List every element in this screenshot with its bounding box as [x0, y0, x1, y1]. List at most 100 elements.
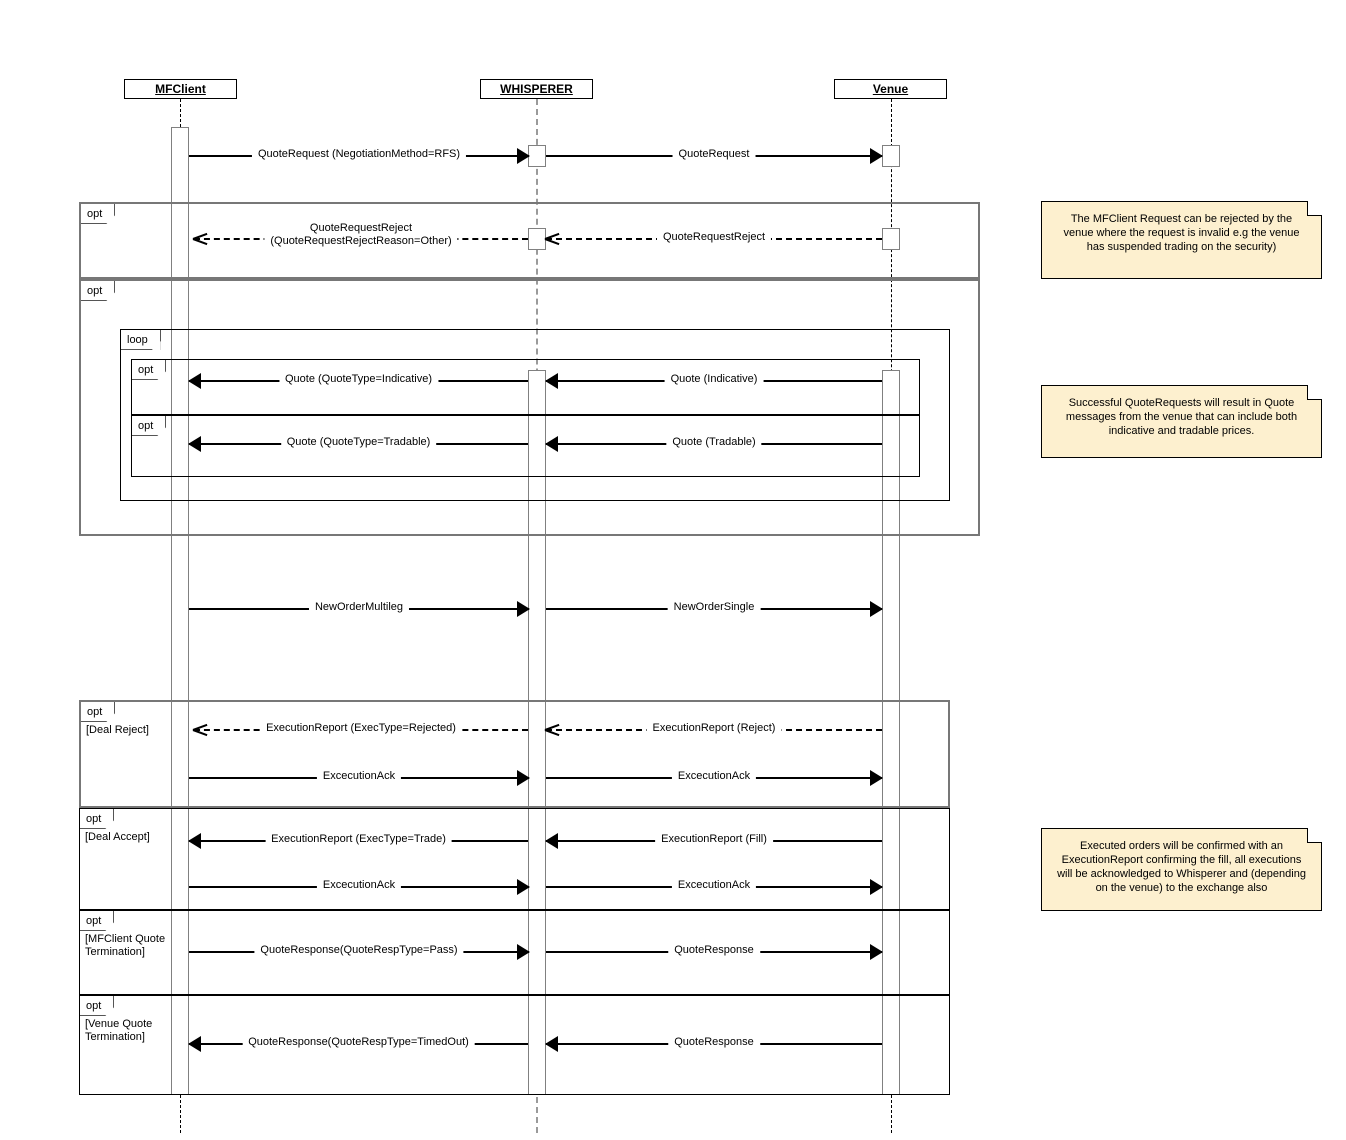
- message-label: ExcecutionAck: [316, 769, 402, 784]
- message-neworder-multileg[interactable]: NewOrderMultileg: [189, 600, 530, 617]
- message-label: QuoteResponse: [668, 1035, 760, 1050]
- fragment-opt-deal-accept-guard: [Deal Accept]: [85, 831, 150, 843]
- fragment-opt-1-label: opt: [81, 204, 116, 224]
- message-executionreport-fill[interactable]: ExecutionReport (Fill): [545, 832, 882, 849]
- message-label: ExcecutionAck: [671, 769, 757, 784]
- fragment-opt-mfclient-quote-termination: opt [MFClient Quote Termination]: [79, 910, 950, 995]
- message-quoteresponse-2[interactable]: QuoteResponse: [545, 1035, 882, 1052]
- note-successful-quoterequests: Successful QuoteRequests will result in …: [1041, 385, 1322, 458]
- message-label: ExecutionReport (ExecType=Rejected): [260, 721, 462, 736]
- fragment-loop: loop: [120, 329, 950, 501]
- arrowhead-right-icon: [517, 148, 530, 164]
- fragment-opt-tradable: opt: [131, 415, 920, 477]
- message-executionack-1[interactable]: ExcecutionAck: [189, 769, 530, 786]
- message-quoteresponse-timedout[interactable]: QuoteResponse(QuoteRespType=TimedOut): [188, 1035, 528, 1052]
- fragment-opt-2: opt: [79, 279, 980, 536]
- message-label: Quote (QuoteType=Indicative): [278, 372, 439, 387]
- arrowhead-right-icon: [517, 944, 530, 960]
- message-label: Quote (Indicative): [664, 372, 764, 387]
- fragment-opt-deal-accept: opt [Deal Accept]: [79, 808, 950, 910]
- message-quoterequest[interactable]: QuoteRequest: [546, 147, 883, 164]
- message-executionreport-rejected[interactable]: ExecutionReport (ExecType=Rejected): [193, 721, 528, 738]
- message-quoteresponse-pass[interactable]: QuoteResponse(QuoteRespType=Pass): [189, 943, 530, 960]
- participant-whisperer[interactable]: WHISPERER: [480, 79, 593, 99]
- message-quote-tradable-venue[interactable]: Quote (Tradable): [545, 435, 882, 452]
- arrowhead-left-icon: [545, 1036, 558, 1052]
- arrowhead-left-open-icon: [193, 231, 207, 247]
- message-executionack-2[interactable]: ExcecutionAck: [546, 769, 883, 786]
- participant-venue[interactable]: Venue: [834, 79, 947, 99]
- participant-mfclient[interactable]: MFClient: [124, 79, 237, 99]
- note-fold-icon: [1307, 828, 1322, 843]
- arrowhead-left-icon: [545, 373, 558, 389]
- fragment-opt-deal-reject-guard: [Deal Reject]: [86, 724, 149, 736]
- fragment-opt-mfclient-quote-termination-label: opt: [80, 911, 115, 931]
- message-label: Quote (QuoteType=Tradable): [280, 435, 437, 450]
- arrowhead-left-icon: [188, 373, 201, 389]
- fragment-opt-venue-quote-termination-label: opt: [80, 996, 115, 1016]
- arrowhead-right-icon: [517, 879, 530, 895]
- activation-whisperer-1: [528, 145, 546, 167]
- arrowhead-right-icon: [870, 944, 883, 960]
- message-quoterequestreject-reason[interactable]: QuoteRequestReject (QuoteRequestRejectRe…: [193, 222, 528, 248]
- message-label: QuoteResponse: [668, 943, 760, 958]
- note-fold-icon: [1307, 201, 1322, 216]
- fragment-opt-deal-reject-label: opt: [81, 702, 116, 722]
- arrowhead-left-icon: [188, 436, 201, 452]
- message-label: ExcecutionAck: [316, 878, 402, 893]
- fragment-opt-2-label: opt: [81, 281, 116, 301]
- arrowhead-right-icon: [870, 879, 883, 895]
- arrowhead-left-icon: [545, 833, 558, 849]
- arrowhead-left-icon: [188, 1036, 201, 1052]
- note-text: The MFClient Request can be rejected by …: [1063, 213, 1300, 253]
- message-quote-indicative-venue[interactable]: Quote (Indicative): [545, 372, 882, 389]
- activation-venue-2: [882, 228, 900, 250]
- note-mfclient-request-rejected: The MFClient Request can be rejected by …: [1041, 201, 1322, 279]
- note-text: Successful QuoteRequests will result in …: [1065, 397, 1298, 437]
- message-executionack-4[interactable]: ExcecutionAck: [546, 878, 883, 895]
- message-label: ExcecutionAck: [671, 878, 757, 893]
- note-fold-icon: [1307, 385, 1322, 400]
- message-executionreport-trade[interactable]: ExecutionReport (ExecType=Trade): [188, 832, 528, 849]
- fragment-opt-indicative-label: opt: [132, 360, 167, 380]
- fragment-loop-label: loop: [121, 330, 161, 350]
- message-neworder-single[interactable]: NewOrderSingle: [546, 600, 883, 617]
- fragment-opt-deal-accept-label: opt: [80, 809, 115, 829]
- participant-whisperer-label: WHISPERER: [500, 82, 573, 96]
- message-label: ExecutionReport (Fill): [655, 832, 773, 847]
- message-label: ExecutionReport (Reject): [646, 721, 782, 736]
- message-executionreport-reject[interactable]: ExecutionReport (Reject): [545, 721, 882, 738]
- message-label: QuoteRequest: [672, 147, 756, 162]
- message-label: QuoteRequestReject (QuoteRequestRejectRe…: [264, 222, 458, 248]
- message-executionack-3[interactable]: ExcecutionAck: [189, 878, 530, 895]
- fragment-opt-deal-reject: opt [Deal Reject]: [79, 700, 950, 808]
- participant-venue-label: Venue: [872, 82, 909, 96]
- arrowhead-left-open-icon: [545, 722, 559, 738]
- activation-venue-1: [882, 145, 900, 167]
- note-text: Executed orders will be confirmed with a…: [1057, 840, 1306, 894]
- fragment-opt-tradable-label: opt: [132, 416, 167, 436]
- message-quote-tradable-client[interactable]: Quote (QuoteType=Tradable): [188, 435, 528, 452]
- message-label: NewOrderSingle: [667, 600, 761, 615]
- message-label: ExecutionReport (ExecType=Trade): [265, 832, 452, 847]
- message-quoterequest-rfs[interactable]: QuoteRequest (NegotiationMethod=RFS): [189, 147, 530, 164]
- arrowhead-right-icon: [517, 601, 530, 617]
- arrowhead-left-icon: [545, 436, 558, 452]
- message-quoterequestreject[interactable]: QuoteRequestReject: [545, 230, 882, 247]
- participant-mfclient-label: MFClient: [155, 82, 206, 96]
- arrowhead-right-icon: [870, 601, 883, 617]
- message-label: QuoteRequestReject: [656, 230, 772, 245]
- message-label: QuoteResponse(QuoteRespType=Pass): [254, 943, 464, 958]
- message-label: Quote (Tradable): [666, 435, 762, 450]
- message-quote-indicative-client[interactable]: Quote (QuoteType=Indicative): [188, 372, 528, 389]
- message-label: QuoteRequest (NegotiationMethod=RFS): [251, 147, 467, 162]
- arrowhead-right-icon: [517, 770, 530, 786]
- arrowhead-left-open-icon: [193, 722, 207, 738]
- arrowhead-left-open-icon: [545, 231, 559, 247]
- message-quoteresponse-1[interactable]: QuoteResponse: [546, 943, 883, 960]
- arrowhead-right-icon: [870, 148, 883, 164]
- message-label: NewOrderMultileg: [308, 600, 410, 615]
- fragment-opt-mfclient-quote-termination-guard: [MFClient Quote Termination]: [85, 933, 166, 958]
- note-executed-orders: Executed orders will be confirmed with a…: [1041, 828, 1322, 911]
